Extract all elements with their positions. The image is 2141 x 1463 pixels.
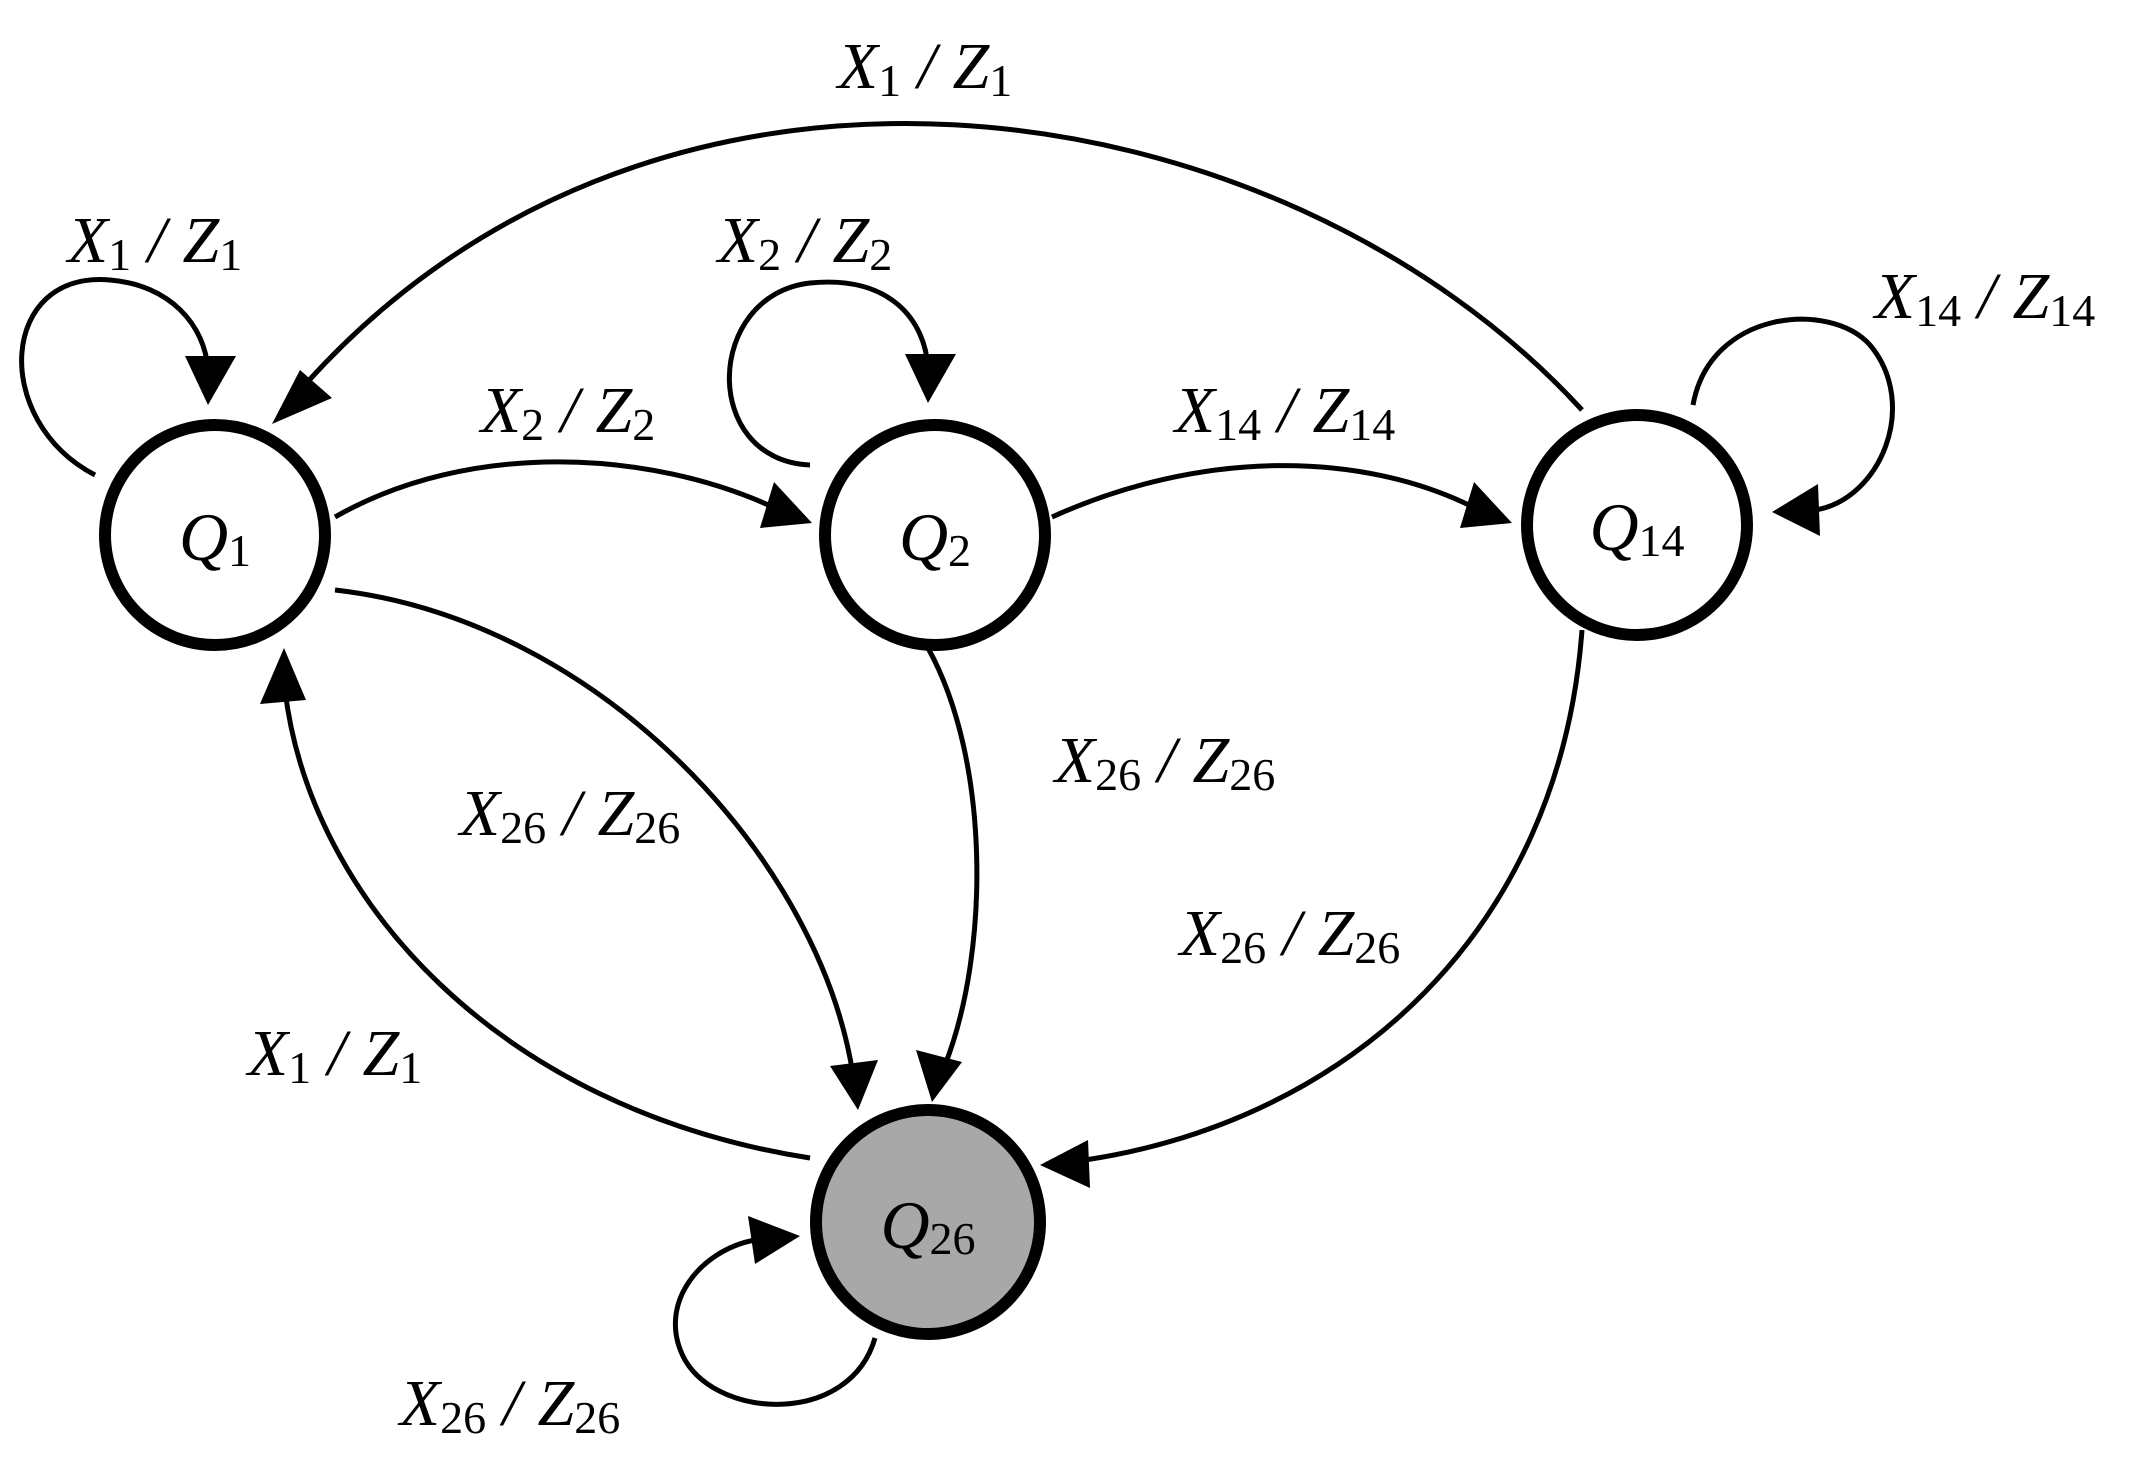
- arrowhead-loop-q26: [748, 1216, 800, 1264]
- edge-q1-to-q2: [333, 459, 777, 520]
- loop-q1: [19, 277, 211, 478]
- edge-label-loop-q2: X2 / Z2: [715, 204, 892, 280]
- edge-label-loop-q26: X26 / Z26: [397, 1367, 620, 1443]
- state-q1-circle: [99, 419, 331, 651]
- edge-q2-to-q14: [1050, 463, 1477, 520]
- edge-label-q2-to-q14: X14 / Z14: [1172, 374, 1395, 450]
- arrowhead-q1-to-q26: [830, 1060, 878, 1110]
- state-q26-label: Q26: [880, 1187, 975, 1264]
- state-q2-sub: 2: [948, 525, 971, 576]
- edge-labels: X1 / Z1 X1 / Z1 X2 / Z2 X14 / Z14 X2 / Z…: [65, 30, 2095, 1443]
- edge-q2-to-q26: [925, 646, 980, 1066]
- edge-label-loop-q14: X14 / Z14: [1872, 260, 2095, 336]
- edge-q14-to-q26: [1084, 629, 1585, 1163]
- arrowhead-loop-q1: [185, 356, 236, 405]
- state-q14-label: Q14: [1589, 489, 1684, 566]
- state-q26: Q26: [810, 1104, 1046, 1340]
- state-q14: Q14: [1521, 409, 1753, 641]
- state-q2-label: Q2: [899, 499, 971, 576]
- state-q26-circle: [810, 1104, 1046, 1340]
- edge-label-q2-to-q26: X26 / Z26: [1052, 724, 1275, 800]
- state-q1-sub: 1: [228, 525, 251, 576]
- state-q2-circle: [819, 419, 1051, 651]
- edge-label-q1-to-q26: X26 / Z26: [457, 777, 680, 853]
- edge-label-q14-to-q1: X1 / Z1: [835, 30, 1012, 106]
- arrowhead-q2-to-q14: [1460, 482, 1512, 528]
- edge-label-q1-to-q2: X2 / Z2: [478, 374, 655, 450]
- state-q1-label: Q1: [179, 499, 251, 576]
- arrowhead-q26-to-q1: [260, 648, 306, 704]
- arrowhead-loop-q14: [1772, 484, 1820, 536]
- edge-q26-to-q1: [282, 689, 811, 1161]
- state-q14-name: Q: [1589, 489, 1638, 565]
- edge-q1-to-q26: [334, 587, 856, 1076]
- arrowhead-q14-to-q26: [1040, 1140, 1090, 1188]
- state-q26-name: Q: [880, 1187, 929, 1263]
- edge-label-q14-to-q26: X26 / Z26: [1177, 897, 1400, 973]
- arrowhead-q2-to-q26: [916, 1050, 962, 1102]
- edge-q14-to-q1: [283, 120, 1584, 412]
- state-q14-circle: [1521, 409, 1753, 641]
- loop-q14: [1690, 316, 1895, 513]
- loop-q26: [672, 1237, 878, 1407]
- arrowhead-q1-to-q2: [760, 482, 812, 528]
- loop-q2: [726, 279, 931, 468]
- state-q1-name: Q: [179, 499, 228, 575]
- state-q2: Q2: [819, 419, 1051, 651]
- edge-label-loop-q1: X1 / Z1: [65, 204, 242, 280]
- edges: [19, 120, 1895, 1407]
- state-q1: Q1: [99, 419, 331, 651]
- state-q26-sub: 26: [930, 1213, 976, 1264]
- state-q2-name: Q: [899, 499, 948, 575]
- edge-label-q26-to-q1: X1 / Z1: [245, 1017, 422, 1093]
- arrowhead-q14-to-q1: [272, 370, 332, 424]
- arrowhead-loop-q2: [905, 354, 956, 403]
- state-q14-sub: 14: [1639, 515, 1685, 566]
